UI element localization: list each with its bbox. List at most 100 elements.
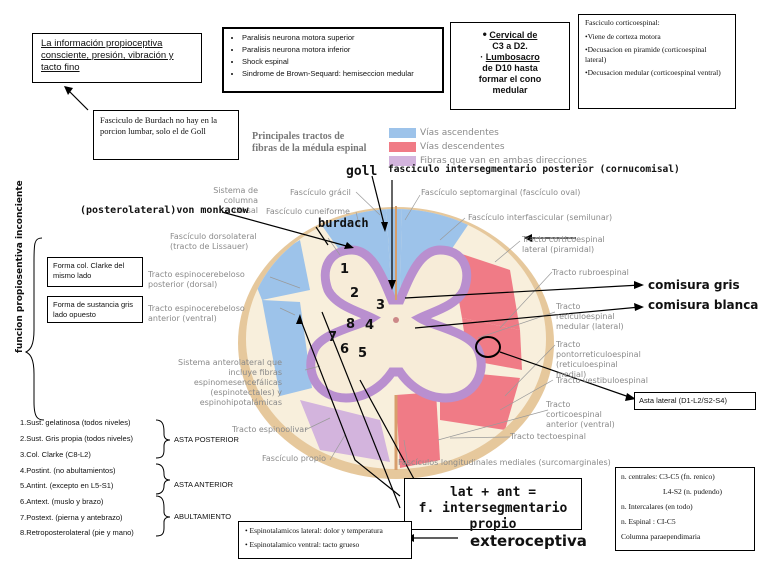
lesion-item: Shock espinal: [242, 57, 436, 66]
burdach-box: Fasciculo de Burdach no hay en la porcio…: [93, 110, 239, 160]
spinothalamic-box: • Espinotalamicos lateral: dolor y tempe…: [238, 521, 412, 559]
clarke-box: Forma col. Clarke del mismo lado: [47, 257, 143, 287]
label-fasciculo-gracil: Fascículo grácil: [290, 188, 351, 197]
annotation-comisura-gris: comisura gris: [648, 278, 740, 292]
nucleus-number-6: 6: [340, 342, 350, 357]
cervical-box: • Cervical de C3 a D2. · Lumbosacro de D…: [450, 22, 570, 110]
label-espinocerebeloso-post: Tracto espinocerebeloso posterior (dorsa…: [148, 270, 245, 289]
annotation-exteroceptiva: exteroceptiva: [470, 532, 587, 550]
spinothalamic-item: • Espinotalamicos lateral: dolor y tempe…: [245, 526, 383, 535]
diagram-title-line2: fibras de la médula espinal: [252, 143, 367, 154]
nucleus-number-8: 8: [346, 317, 356, 332]
label-sistema-columna: Sistema de columna dorsal: [213, 186, 258, 215]
label-dorsolateral: Fascículo dorsolateral (tracto de Lissau…: [170, 232, 257, 251]
corticospinal-item: •Viene de corteza motora: [585, 31, 661, 41]
cervical-line1: • Cervical de: [482, 27, 538, 41]
cervical-line2: C3 a D2.: [492, 41, 528, 51]
fasciculus-gracilis-region: [386, 209, 402, 300]
gray-matter-outline: [306, 245, 486, 403]
legend-swatch-both: [389, 156, 416, 166]
label-anterolateral: Sistema anterolateral que incluye fibras…: [177, 358, 282, 407]
left-brace: [24, 237, 45, 421]
annotation-intersegmentario-posterior: fasciculo intersegmentario posterior (co…: [388, 164, 680, 175]
label-espinocerebeloso-ant: Tracto espinocerebeloso anterior (ventra…: [148, 304, 245, 323]
group-abultamiento: ABULTAMIENTO: [174, 512, 232, 521]
nucleus-item: 6.Antext. (muslo y brazo): [20, 497, 104, 506]
legend-ascending: Vías ascendentes: [420, 128, 499, 138]
centrales-line: n. Intercalares (en todo): [621, 502, 693, 511]
corticospinal-item: •Decusacion medular (corticoespinal vent…: [585, 68, 721, 77]
asta-lateral-box: Asta lateral (D1-L2/S2-S4): [634, 392, 756, 410]
nucleus-item: 5.Antint. (excepto en L5-S1): [20, 481, 114, 490]
nucleus-item: 4.Postint. (no abultamientos): [20, 466, 116, 475]
nucleus-item: 1.Sust. gelatinosa (todos niveles): [20, 418, 131, 427]
legend-swatch-ascending: [389, 128, 416, 138]
legend-descending: Vías descendentes: [420, 142, 505, 152]
label-interfascicular: Fascículo interfascicular (semilunar): [468, 213, 613, 222]
lesion-item: Paralisis neurona motora inferior: [242, 45, 436, 54]
spinothalamic-item: • Espinotalamico ventral: tacto grueso: [245, 540, 360, 549]
lateral-horn-circle: [475, 336, 501, 358]
sustancia-text: Forma de sustancia gris lado opuesto: [53, 300, 134, 319]
lat-ant-line1: lat + ant =: [449, 485, 537, 500]
info-text: La información propioceptiva consciente,…: [41, 38, 174, 73]
group-anterior: ASTA ANTERIOR: [174, 480, 234, 489]
centrales-box: n. centrales: C3-C5 (fn. renico) L4-S2 (…: [615, 467, 755, 551]
label-fasciculo-propio: Fascículo propio: [262, 454, 326, 463]
label-longitudinales: Fascículos longitudinales mediales (surc…: [398, 458, 611, 467]
centrales-line: n. Espinal : CI-C5: [621, 517, 676, 526]
sustancia-box: Forma de sustancia gris lado opuesto: [47, 296, 143, 323]
nucleus-number-1: 1: [340, 262, 350, 277]
centrales-line: n. centrales: C3-C5 (fn. renico): [621, 472, 715, 481]
label-tectoespinal: Tracto tectoespinal: [510, 432, 586, 441]
corticospinal-anterior-region: [396, 392, 440, 468]
asta-lateral-text: Asta lateral (D1-L2/S2-S4): [639, 396, 727, 405]
nucleus-number-5: 5: [358, 346, 368, 361]
cervical-line6: medular: [492, 85, 528, 95]
legend-swatch-descending: [389, 142, 416, 152]
centrales-line: Columna paraependimaria: [621, 532, 701, 541]
label-septomarginal: Fascículo septomarginal (fascículo oval): [421, 188, 581, 197]
nucleus-number-7: 7: [328, 330, 338, 345]
corticospinal-title: Fasciculo corticoespinal:: [585, 18, 660, 27]
lesion-item: Sindrome de Brown-Sequard: hemiseccion m…: [242, 69, 436, 78]
cervical-line5: formar el cono: [478, 74, 542, 84]
centrales-line: L4-S2 (n. pudendo): [663, 487, 722, 496]
label-pontoreticulo: Tracto pontorreticuloespinal (reticuloes…: [556, 340, 641, 379]
nucleus-item: 2.Sust. Gris propia (todos niveles): [20, 434, 133, 443]
annotation-comisura-blanca: comisura blanca: [648, 298, 759, 312]
clarke-text: Forma col. Clarke del mismo lado: [53, 261, 125, 280]
group-posterior: ASTA POSTERIOR: [174, 435, 239, 444]
nucleus-item: 8.Retroposterolateral (pie y mano): [20, 528, 134, 537]
cervical-line3: · Lumbosacro: [480, 52, 540, 62]
brace-anterior: [155, 463, 171, 495]
label-vestibulo: Tracto vestibuloespinal: [556, 376, 648, 385]
label-cortico-lateral: Tracto corticoespinal lateral (piramidal…: [522, 235, 605, 254]
nucleus-item: 3.Col. Clarke (C8-L2): [20, 450, 91, 459]
annotation-goll: goll: [346, 164, 378, 179]
fasciculus-proprius-region: [300, 400, 390, 462]
corticospinal-box: Fasciculo corticoespinal: •Viene de cort…: [578, 14, 736, 109]
brace-abultamiento: [155, 495, 171, 537]
diagram-title-line1: Principales tractos de: [252, 131, 345, 142]
nucleus-item: 7.Postext. (pierna y antebrazo): [20, 513, 123, 522]
nucleus-number-3: 3: [376, 298, 386, 313]
legend-both: Fibras que van en ambas direcciones: [420, 156, 587, 166]
annotation-posterolateral: (posterolateral)von monkacow: [80, 205, 249, 216]
brace-posterior: [155, 419, 171, 459]
label-reticulo-medular: Tracto reticuloespinal medular (lateral): [556, 302, 624, 331]
info-box: La información propioceptiva consciente,…: [32, 33, 202, 83]
label-rubroespinal: Tracto rubroespinal: [552, 268, 629, 277]
diagram-title: Principales tractos de fibras de la médu…: [252, 131, 366, 155]
burdach-text: Fasciculo de Burdach no hay en la porcio…: [100, 115, 218, 136]
lesion-item: Paralisis neurona motora superior: [242, 33, 436, 42]
annotation-burdach: burdach: [318, 216, 369, 230]
corticospinal-item: •Decusacion en piramide (corticoespinal …: [585, 45, 707, 64]
lat-ant-line2: f. intersegmentario propio: [418, 501, 568, 532]
label-cortico-anterior: Tracto corticoespinal anterior (ventral): [546, 400, 615, 429]
central-canal: [393, 317, 399, 323]
lesions-box: Paralisis neurona motora superior Parali…: [222, 27, 444, 93]
nucleus-number-2: 2: [350, 286, 360, 301]
spinocerebellar-posterior-region: [250, 240, 310, 300]
